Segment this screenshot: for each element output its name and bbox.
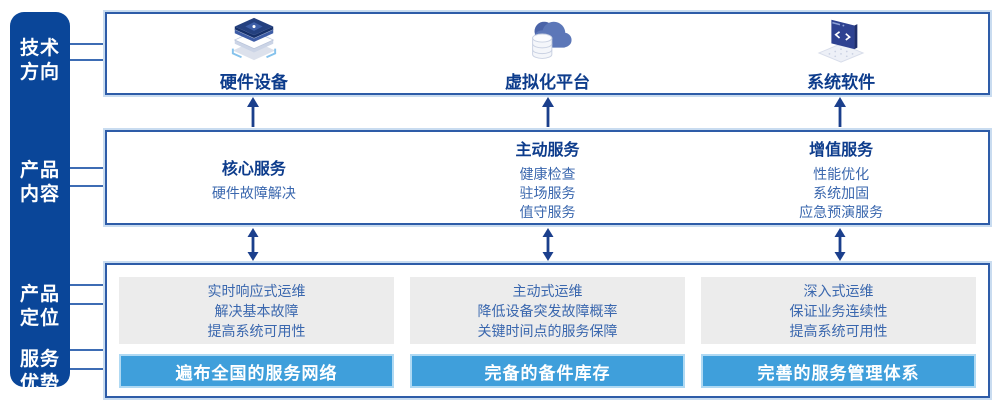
bottom-col-3: 深入式运维 保证业务连续性 提高系统可用性 完善的服务管理体系 xyxy=(701,277,976,388)
tech-label-system-software: 系统软件 xyxy=(807,73,876,92)
tech-col-system-software: 系统软件 xyxy=(694,14,988,93)
connector-line xyxy=(70,59,107,61)
tech-direction-box: 硬件设备 虚拟化平台 xyxy=(105,12,990,95)
sidebar-label-product-content: 产品 内容 xyxy=(19,160,60,205)
server-stack-icon xyxy=(224,14,284,64)
positioning-line: 保证业务连续性 xyxy=(789,302,888,319)
tech-label-virtualization: 虚拟化平台 xyxy=(505,73,590,92)
tech-col-virtualization: 虚拟化平台 xyxy=(401,14,695,93)
product-content-box: 核心服务 硬件故障解决 主动服务 健康检查 驻场服务 值守服务 增值服务 性能优… xyxy=(105,130,990,225)
advantage-bar: 遍布全国的服务网络 xyxy=(119,354,394,388)
positioning-line: 提高系统可用性 xyxy=(207,322,306,339)
positioning-line: 深入式运维 xyxy=(803,282,874,299)
positioning-line: 降低设备突发故障概率 xyxy=(477,302,618,319)
tech-col-hardware: 硬件设备 xyxy=(107,14,401,93)
positioning-line: 解决基本故障 xyxy=(214,302,299,319)
content-col-proactive-service: 主动服务 健康检查 驻场服务 值守服务 xyxy=(401,132,695,223)
content-item: 健康检查 xyxy=(519,165,576,182)
content-col-core-service: 核心服务 硬件故障解决 xyxy=(107,132,401,223)
content-item: 系统加固 xyxy=(813,184,870,201)
positioning-panel: 深入式运维 保证业务连续性 提高系统可用性 xyxy=(701,277,976,345)
content-title: 主动服务 xyxy=(515,141,580,159)
positioning-panel: 实时响应式运维 解决基本故障 提高系统可用性 xyxy=(119,277,394,345)
code-window-icon xyxy=(811,14,871,64)
bottom-col-1: 实时响应式运维 解决基本故障 提高系统可用性 遍布全国的服务网络 xyxy=(119,277,394,388)
content-item: 应急预演服务 xyxy=(799,203,884,220)
content-item: 性能优化 xyxy=(813,165,870,182)
connector-line xyxy=(70,368,107,370)
tech-label-hardware: 硬件设备 xyxy=(219,73,288,92)
positioning-line: 关键时间点的服务保障 xyxy=(477,322,618,339)
positioning-line: 主动式运维 xyxy=(512,282,583,299)
connector-line xyxy=(70,284,107,286)
up-arrow xyxy=(834,97,846,127)
up-arrow xyxy=(247,97,259,127)
cloud-database-icon xyxy=(518,14,578,64)
category-sidebar: 技术 方向 产品 内容 产品 定位 服务 优势 xyxy=(10,12,70,394)
positioning-panel: 主动式运维 降低设备突发故障概率 关键时间点的服务保障 xyxy=(410,277,685,345)
content-title: 增值服务 xyxy=(809,141,874,159)
content-col-value-added-service: 增值服务 性能优化 系统加固 应急预演服务 xyxy=(694,132,988,223)
sidebar-label-tech-direction: 技术 方向 xyxy=(19,38,60,83)
content-item: 值守服务 xyxy=(519,203,576,220)
sidebar-label-product-position: 产品 定位 xyxy=(19,284,60,329)
connector-line xyxy=(70,349,107,351)
advantage-bar: 完善的服务管理体系 xyxy=(701,354,976,388)
connector-line xyxy=(70,185,107,187)
content-item: 硬件故障解决 xyxy=(211,184,296,201)
content-item: 驻场服务 xyxy=(519,184,576,201)
sidebar-label-service-advantage: 服务 优势 xyxy=(19,349,60,394)
positioning-line: 提高系统可用性 xyxy=(789,322,888,339)
double-arrow xyxy=(247,228,259,261)
content-title: 核心服务 xyxy=(221,160,286,178)
connector-line xyxy=(70,167,107,169)
double-arrow xyxy=(542,228,554,261)
positioning-line: 实时响应式运维 xyxy=(207,282,306,299)
positioning-advantage-box: 实时响应式运维 解决基本故障 提高系统可用性 遍布全国的服务网络 主动式运维 降… xyxy=(105,263,990,398)
advantage-bar: 完备的备件库存 xyxy=(410,354,685,388)
connector-line xyxy=(70,43,107,45)
bottom-col-2: 主动式运维 降低设备突发故障概率 关键时间点的服务保障 完备的备件库存 xyxy=(410,277,685,388)
connector-line xyxy=(70,303,107,305)
double-arrow xyxy=(834,228,846,261)
up-arrow xyxy=(542,97,554,127)
